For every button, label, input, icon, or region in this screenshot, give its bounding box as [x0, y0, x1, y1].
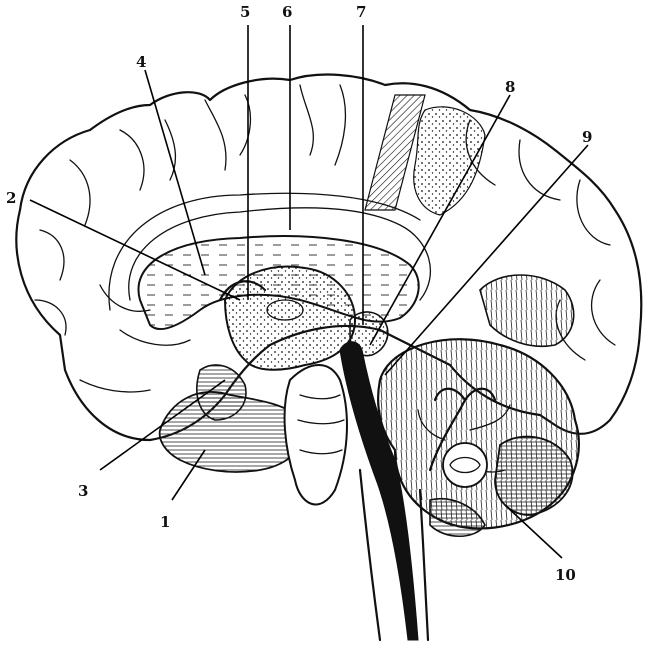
medulla-front — [360, 470, 380, 640]
occipital-striated-area — [480, 275, 574, 346]
leader-4 — [145, 70, 205, 275]
pons — [285, 365, 347, 504]
label-5: 5 — [240, 3, 250, 21]
cerebellum — [378, 339, 579, 536]
label-2: 2 — [6, 189, 16, 207]
label-1: 1 — [160, 513, 170, 531]
label-8: 8 — [505, 78, 515, 96]
label-9: 9 — [582, 128, 592, 146]
dotted-gyrus — [414, 107, 485, 215]
label-10: 10 — [555, 566, 576, 584]
label-3: 3 — [78, 482, 88, 500]
label-7: 7 — [356, 3, 366, 21]
tectum — [350, 312, 388, 356]
label-6: 6 — [282, 3, 292, 21]
label-4: 4 — [136, 53, 146, 71]
temporal-lobe-striations — [160, 392, 303, 472]
